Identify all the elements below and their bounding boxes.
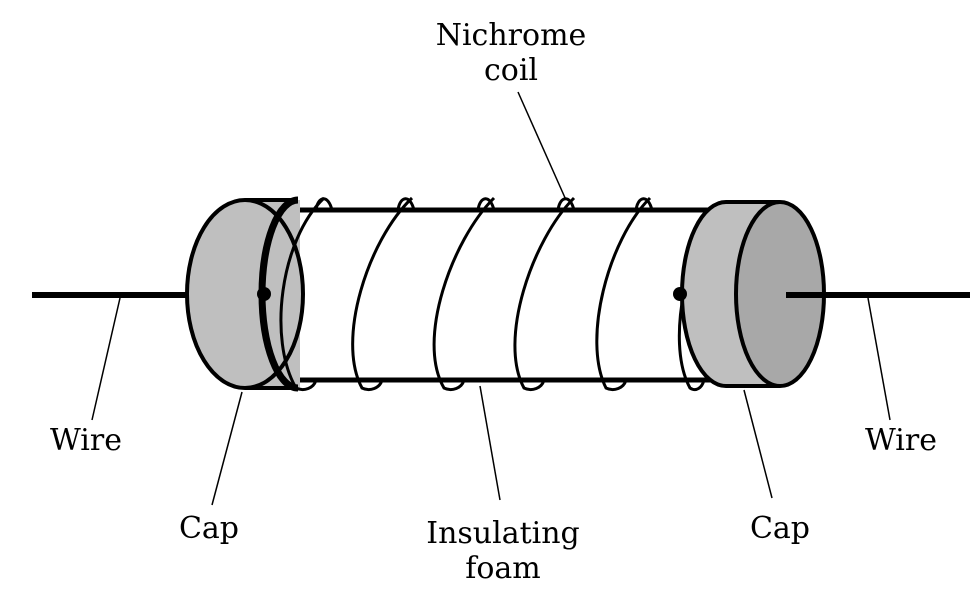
label-wire-right: Wire xyxy=(865,423,937,458)
label-wire-left: Wire xyxy=(50,423,122,458)
insulating-foam-body xyxy=(262,210,718,380)
leader-cap-left xyxy=(211,391,243,506)
coil-top-loop-3 xyxy=(476,197,496,211)
label-cap-left: Cap xyxy=(179,511,239,546)
connection-dot-left xyxy=(257,287,271,301)
leader-wire-right xyxy=(867,297,891,421)
leader-wire-left xyxy=(91,297,121,421)
leader-foam xyxy=(479,385,501,501)
label-cap-right: Cap xyxy=(750,511,810,546)
leader-cap-right xyxy=(743,389,773,499)
label-nichrome-line2: coil xyxy=(484,53,538,88)
leader-nichrome xyxy=(517,91,567,201)
coil-turn-5 xyxy=(595,196,652,392)
coil-top-loop-2 xyxy=(396,197,416,211)
label-foam-line2: foam xyxy=(465,551,541,586)
coil-turn-2 xyxy=(351,196,414,392)
coil-top-loop-5 xyxy=(634,197,654,211)
coil-turn-4 xyxy=(513,196,576,392)
connection-dot-right xyxy=(673,287,687,301)
coil-turn-3 xyxy=(432,196,496,392)
coil-top-loop-1 xyxy=(314,197,334,211)
label-nichrome-line1: Nichrome xyxy=(436,18,587,53)
coil-turn-1 xyxy=(279,196,326,392)
nichrome-coil xyxy=(279,196,722,392)
leader-lines xyxy=(91,91,891,506)
label-foam-line1: Insulating xyxy=(426,516,580,551)
